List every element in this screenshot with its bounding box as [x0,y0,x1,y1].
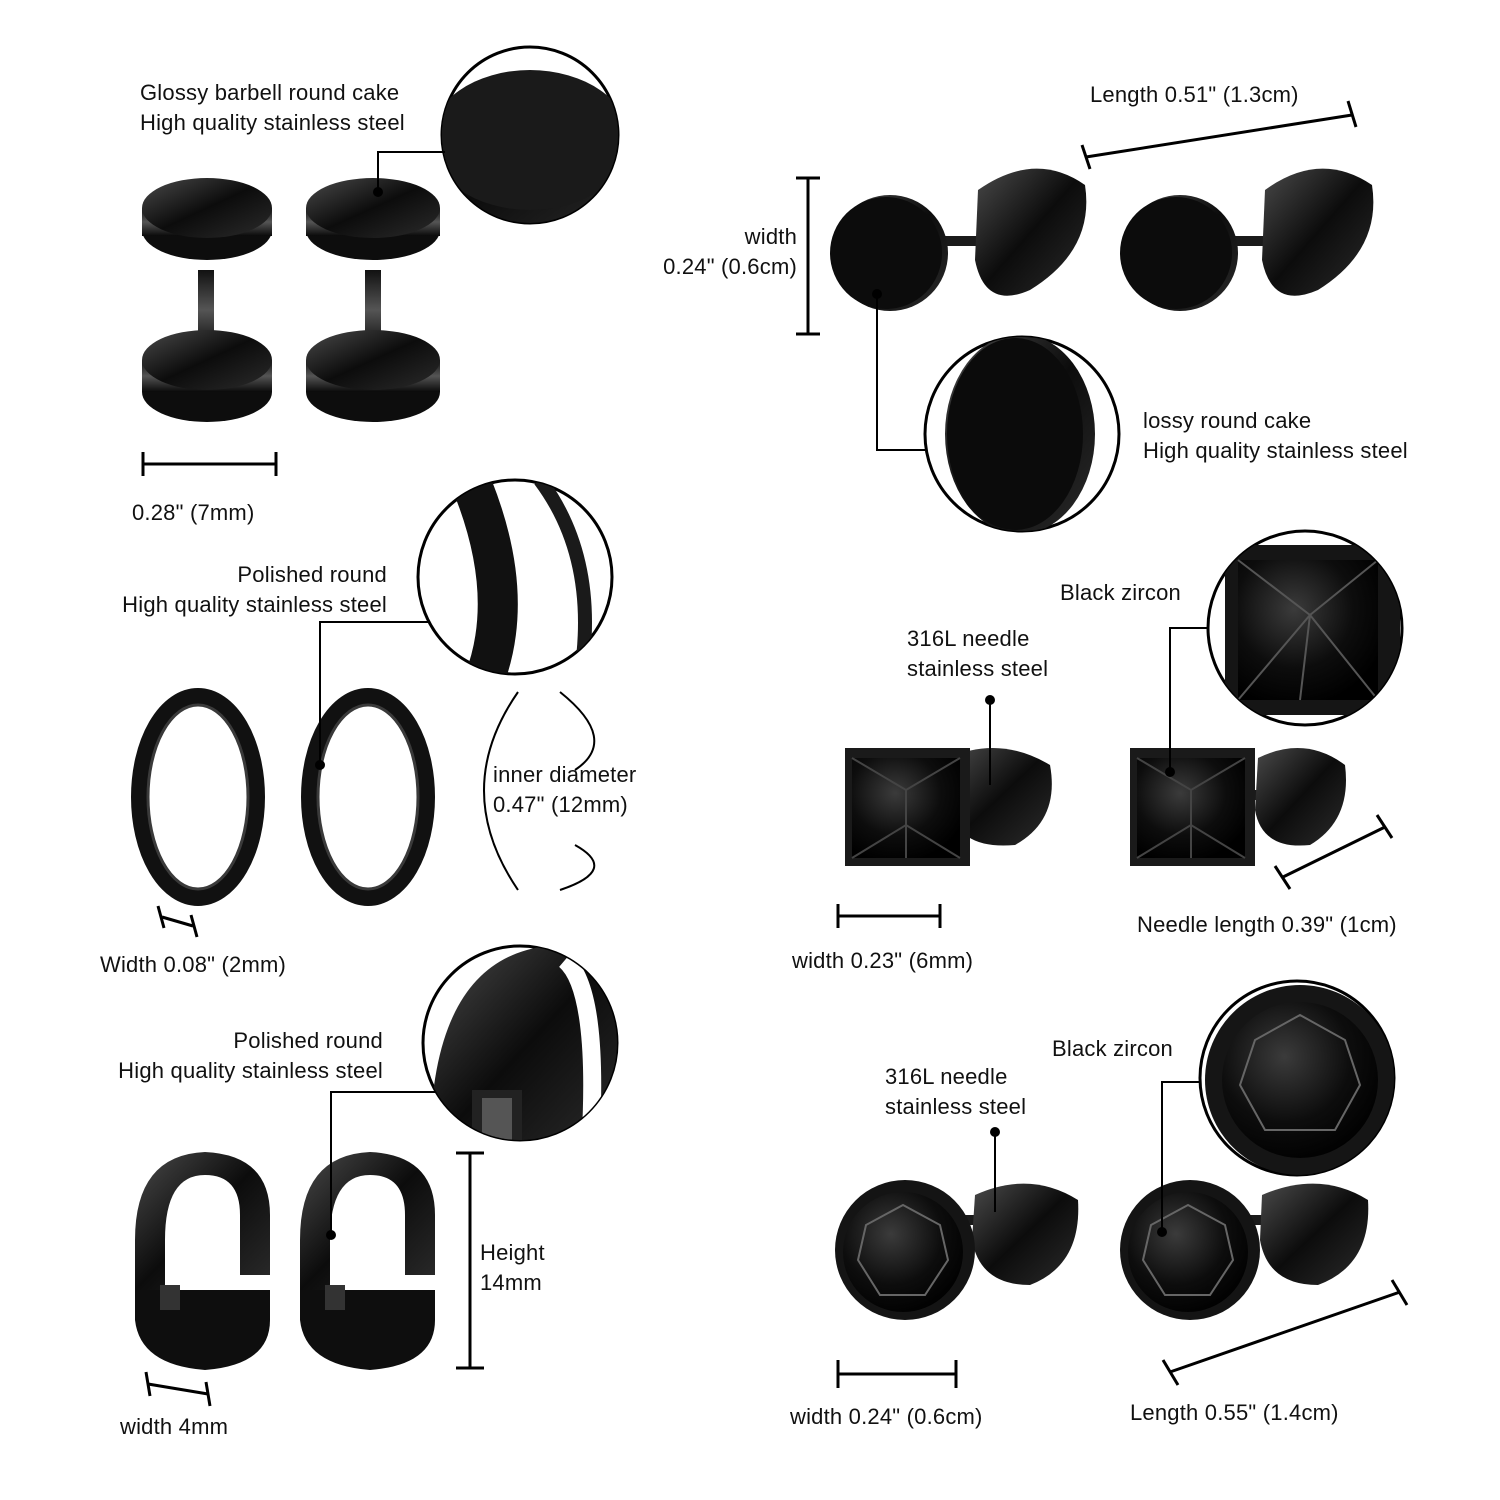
round-zircon-needle-label: 316L needle stainless steel [885,1062,1026,1122]
thin-hoop-finish-line1: Polished round [237,562,387,587]
thin-hoop-diameter-label: inner diameter 0.47" (12mm) [493,760,636,820]
round-zircon-needle-line1: 316L needle [885,1064,1008,1089]
wide-hoop-callout-line [330,1091,436,1235]
thin-hoop-callout-line [319,621,430,765]
round-zircon-earring-left [835,1180,1079,1320]
thin-hoop-finish-label: Polished round High quality stainless st… [122,560,387,620]
square-zircon-needle-line2: stainless steel [907,656,1049,681]
round-zircon-width-label: width 0.24" (0.6cm) [790,1404,983,1429]
barbell-earring-left [142,178,272,422]
barbell-finish-line1: Glossy barbell round cake [140,80,400,105]
barbell-size-bracket [141,452,278,476]
barbell-size-label: 0.28" (7mm) [132,500,255,525]
thin-hoop-earring-right [301,688,435,906]
wide-hoop-earring-left [135,1152,270,1370]
thin-hoop-width-bracket [156,905,199,938]
wide-hoop-height-label: Height 14mm [480,1238,545,1298]
round-zircon-stone-callout-line [1161,1081,1203,1232]
wide-hoop-height-line1: Height [480,1240,545,1265]
barbell-finish-line2: High quality stainless steel [140,110,405,135]
thin-hoop-width-label: Width 0.08" (2mm) [100,952,287,977]
thin-hoop-diameter-arcs [483,691,596,891]
flat-stud-length-bracket [1080,100,1358,170]
flat-stud-earring-left [830,168,1087,311]
square-zircon-width-bracket [836,904,942,928]
thin-hoop-diameter-line2: 0.47" (12mm) [493,792,628,817]
flat-stud-zoom-circle [923,335,1121,533]
square-zircon-zoom-circle [1206,529,1404,727]
flat-stud-width-label: width 0.24" (0.6cm) [663,222,797,282]
flat-stud-width-bracket [796,176,820,336]
wide-hoop-height-bracket [456,1151,484,1370]
square-zircon-stone-label: Black zircon [1060,580,1181,605]
round-zircon-needle-line2: stainless steel [885,1094,1027,1119]
flat-stud-finish-label: lossy round cake High quality stainless … [1143,406,1408,466]
wide-hoop-width-label: width 4mm [120,1414,229,1439]
square-zircon-width-label: width 0.23" (6mm) [792,948,974,973]
flat-stud-finish-line2: High quality stainless steel [1143,438,1408,463]
barbell-callout-line [377,151,445,192]
thin-hoop-zoom-circle [416,478,614,676]
wide-hoop-earring-right [300,1152,435,1370]
flat-stud-earring-right [1120,168,1374,311]
square-zircon-needle-length-bracket [1273,814,1394,890]
wide-hoop-finish-label: Polished round High quality stainless st… [118,1026,383,1086]
flat-stud-callout-line [876,294,927,451]
square-zircon-earring-left [845,748,1052,866]
round-zircon-width-bracket [836,1360,958,1388]
barbell-finish-label: Glossy barbell round cake High quality s… [140,78,405,138]
flat-stud-finish-line1: lossy round cake [1143,408,1312,433]
flat-stud-width-line2: 0.24" (0.6cm) [663,254,797,279]
square-zircon-earring-right [1130,748,1346,866]
thin-hoop-finish-line2: High quality stainless steel [122,592,387,617]
round-zircon-length-bracket [1161,1279,1409,1386]
wide-hoop-finish-line1: Polished round [233,1028,383,1053]
thin-hoop-earring-left [131,688,265,906]
square-zircon-stone-callout-line [1169,627,1208,772]
wide-hoop-zoom-circle [421,944,619,1142]
round-zircon-zoom-circle [1198,979,1396,1177]
barbell-earring-right [306,178,440,422]
thin-hoop-diameter-line1: inner diameter [493,762,637,787]
wide-hoop-finish-line2: High quality stainless steel [118,1058,383,1083]
wide-hoop-height-line2: 14mm [480,1270,542,1295]
round-zircon-length-label: Length 0.55" (1.4cm) [1130,1400,1339,1425]
wide-hoop-width-bracket [144,1371,212,1407]
round-zircon-earring-right [1120,1180,1369,1320]
square-zircon-needle-label: 316L needle stainless steel [907,624,1048,684]
square-zircon-needle-line1: 316L needle [907,626,1030,651]
barbell-zoom-circle [440,45,620,225]
round-zircon-stone-label: Black zircon [1052,1036,1173,1061]
square-zircon-needle-length-label: Needle length 0.39" (1cm) [1137,912,1397,937]
flat-stud-width-line1: width [744,224,797,249]
flat-stud-length-label: Length 0.51" (1.3cm) [1090,82,1299,107]
